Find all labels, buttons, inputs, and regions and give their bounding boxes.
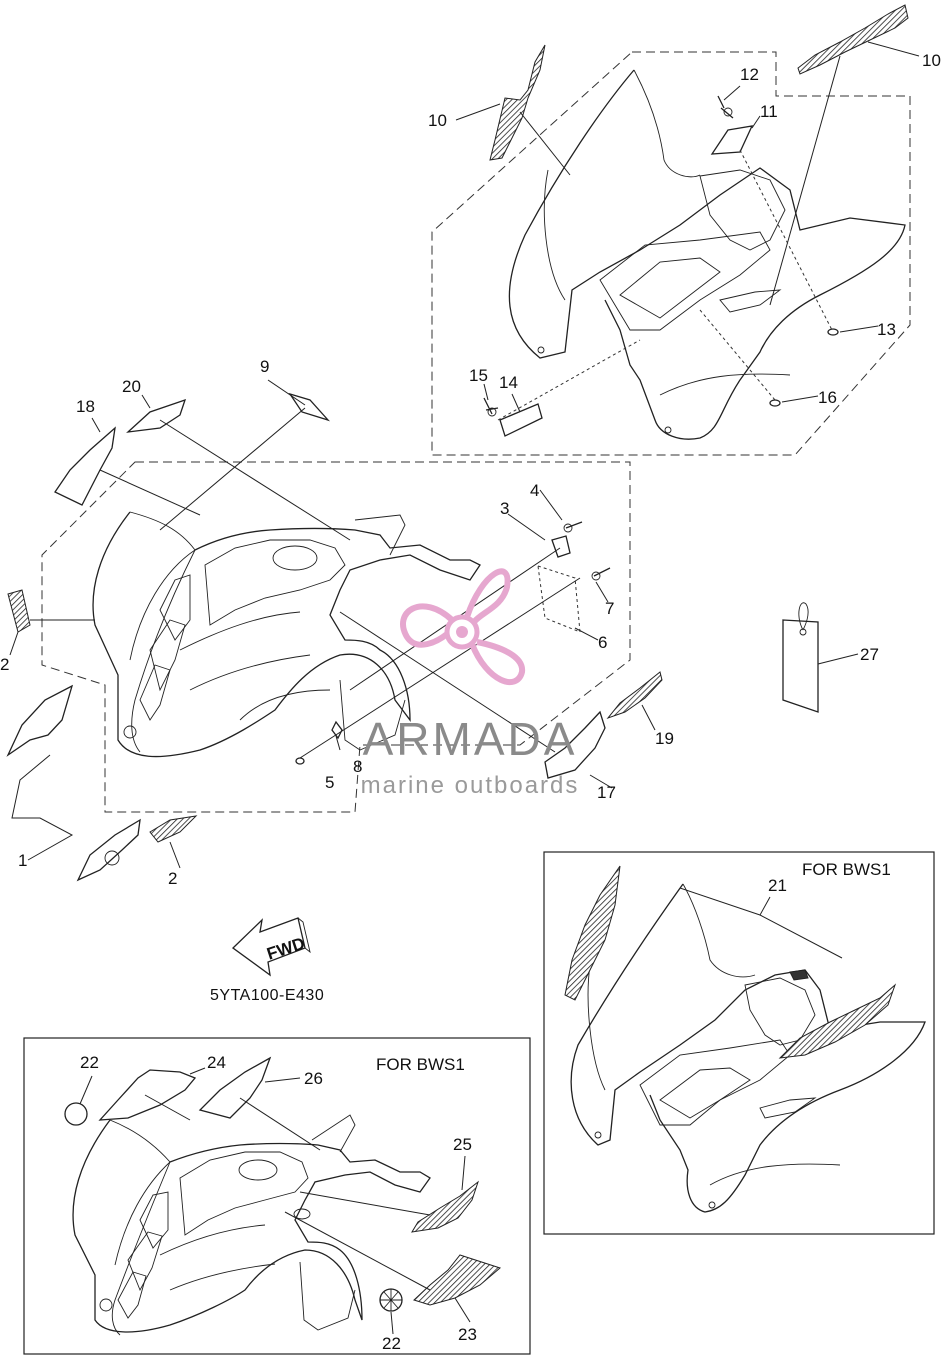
part-11-plate [710, 125, 754, 155]
nut-5 [295, 757, 305, 765]
reflector-17 [544, 710, 606, 779]
part-14-plate [499, 403, 543, 437]
callout-22-bottom: 22 [382, 1334, 401, 1353]
inset-bottom-frame [23, 1037, 531, 1355]
decal-22-top [64, 1102, 88, 1126]
decal-10-left [489, 44, 546, 161]
part-15-screw [483, 397, 499, 415]
decal-10-right [797, 4, 909, 75]
callout-24: 24 [207, 1053, 226, 1072]
part-3-plate [551, 535, 571, 558]
callout-14: 14 [499, 373, 518, 392]
propeller-logo [400, 568, 526, 685]
watermark-subtitle: marine outboards [361, 772, 580, 799]
callout-16: 16 [818, 388, 837, 407]
bolt-4 [565, 521, 583, 529]
diagram-code: 5YTA100-E430 [210, 987, 324, 1004]
plate-6 [537, 565, 581, 633]
part-8 [331, 720, 343, 740]
watermark-title: ARMADA [363, 713, 578, 765]
callout-15: 15 [469, 366, 488, 385]
decal-23 [413, 1254, 502, 1306]
inset-bottom-caption: FOR BWS1 [376, 1055, 465, 1074]
decal-1-lower [76, 818, 141, 882]
decal-2-left [7, 589, 31, 633]
front-fender [92, 511, 481, 758]
decal-18 [54, 426, 116, 506]
callout-10-left: 10 [428, 111, 447, 130]
callout-22-top: 22 [80, 1053, 99, 1072]
inset-decal-left [564, 865, 621, 1001]
callout-19: 19 [655, 729, 674, 748]
decal-19 [606, 671, 663, 720]
decal-26 [198, 1056, 272, 1119]
decal-2-lower [149, 815, 198, 843]
callout-numbers: 1 2 2 3 4 5 6 7 8 9 10 10 11 12 13 14 15… [0, 51, 941, 1353]
callout-26: 26 [304, 1069, 323, 1088]
callout-2-lower: 2 [168, 869, 177, 888]
rear-group-boundary [431, 51, 911, 456]
callout-25: 25 [453, 1135, 472, 1154]
inset-right-frame [543, 851, 935, 1235]
bolt-7 [593, 567, 611, 577]
watermark: ARMADA marine outboards [361, 568, 580, 799]
part-13-nut [827, 328, 839, 336]
callout-23: 23 [458, 1325, 477, 1344]
decal-24 [98, 1069, 197, 1121]
decal-1-side [6, 684, 74, 757]
callout-6: 6 [598, 633, 607, 652]
rear-fender-group [431, 4, 920, 456]
callout-10-right: 10 [922, 51, 941, 70]
callout-4: 4 [530, 481, 539, 500]
callout-11: 11 [760, 102, 778, 121]
callout-1: 1 [18, 851, 27, 870]
inset-bottom [23, 1037, 531, 1355]
callout-2-left: 2 [0, 655, 9, 674]
callout-9: 9 [260, 357, 269, 376]
callout-5: 5 [325, 773, 334, 792]
inset-reflector-mark [789, 969, 809, 981]
inset-right [543, 851, 935, 1235]
part-16-nut [769, 399, 781, 407]
fwd-arrow: FWD [231, 917, 311, 977]
front-fender-group [6, 379, 663, 882]
decal-20 [126, 398, 187, 433]
callout-13: 13 [877, 320, 896, 339]
callout-18: 18 [76, 397, 95, 416]
callout-21: 21 [768, 876, 787, 895]
callout-27: 27 [860, 645, 879, 664]
decal-25 [411, 1180, 479, 1233]
callout-20: 20 [122, 377, 141, 396]
inset-right-caption: FOR BWS1 [802, 860, 891, 879]
decal-9 [288, 392, 331, 422]
callout-3: 3 [500, 499, 509, 518]
inset-decal-right [778, 983, 897, 1059]
callout-12: 12 [740, 65, 759, 84]
rear-fender [508, 69, 906, 440]
inset-rear-fender [570, 883, 926, 1213]
callout-8: 8 [353, 757, 362, 776]
tag-27 [782, 602, 859, 713]
callout-17: 17 [597, 783, 616, 802]
part-12-bolt [717, 95, 734, 119]
callout-7: 7 [605, 599, 614, 618]
fwd-label: FWD [265, 934, 308, 964]
